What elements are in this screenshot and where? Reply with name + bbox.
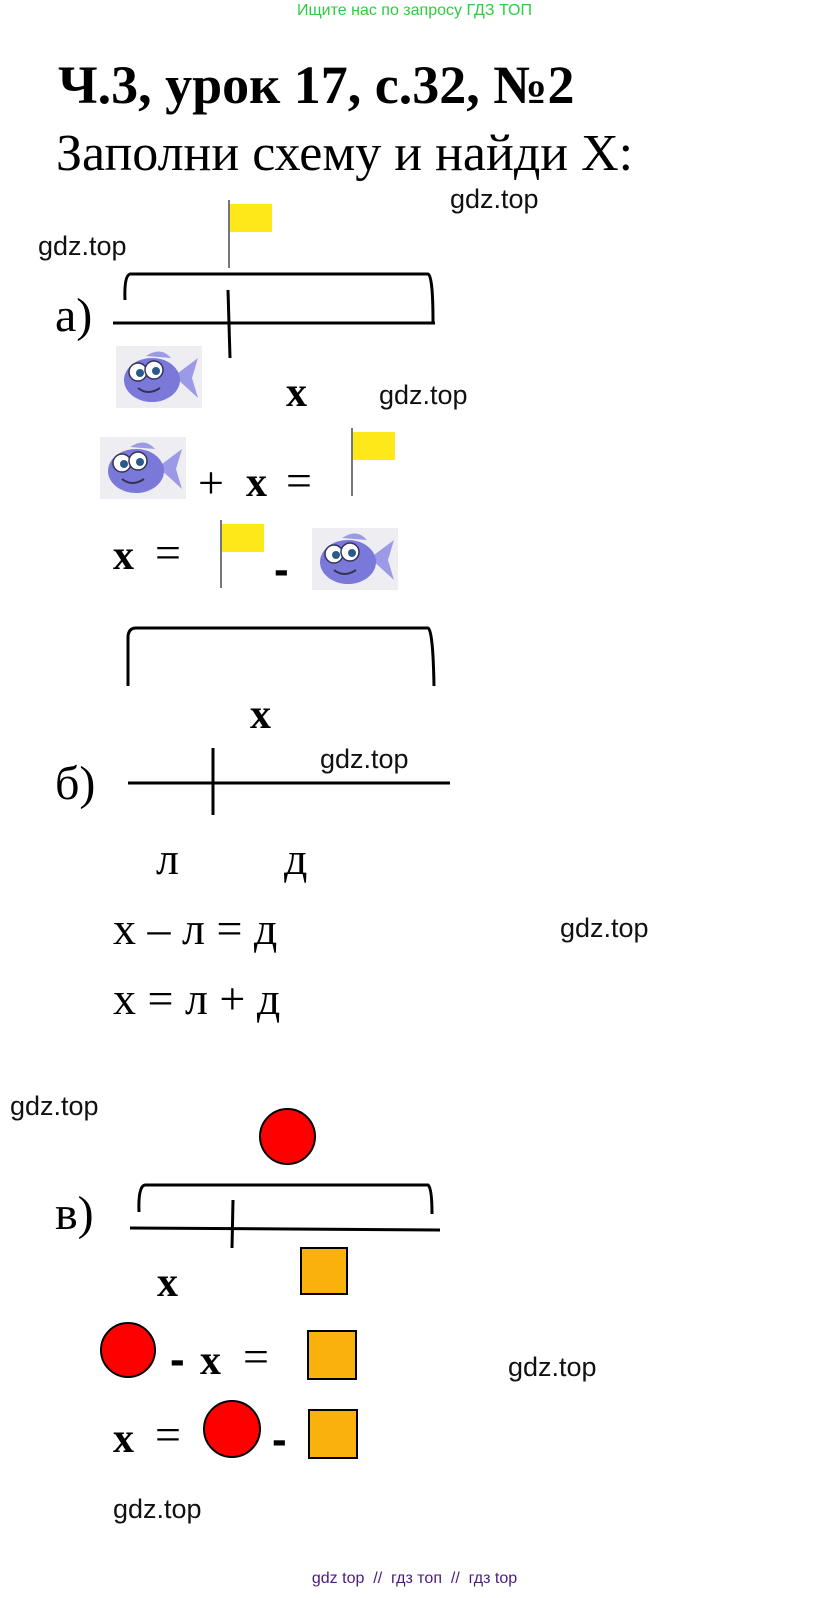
fish-icon (100, 437, 186, 499)
watermark: gdz.top (320, 744, 409, 774)
part-c-label: в) (55, 1187, 94, 1240)
equals-sign: = (155, 1409, 181, 1460)
minus-sign: - (274, 545, 289, 594)
flag-icon (220, 520, 264, 588)
equals-sign: = (243, 1331, 269, 1382)
watermark: gdz.top (10, 1091, 99, 1121)
equation: x = л + д (113, 973, 281, 1024)
equals-sign: = (155, 527, 181, 578)
part-b-label: б) (55, 757, 96, 810)
x-label: x (286, 370, 307, 416)
red-circle-icon (259, 1108, 316, 1165)
x-label: x (157, 1260, 178, 1306)
top-note: Ищите нас по запросу ГДЗ ТОП (297, 2, 532, 19)
watermark: gdz.top (379, 380, 468, 410)
x-variable: x (113, 533, 134, 579)
watermark: gdz.top (38, 231, 127, 261)
d-label: д (284, 833, 308, 884)
fish-icon (312, 528, 398, 590)
red-circle-icon (100, 1322, 156, 1378)
red-circle-icon (203, 1400, 261, 1458)
page-title: Ч.3, урок 17, с.32, №2 (58, 55, 575, 115)
task-instruction: Заполни схему и найди X: (56, 125, 634, 182)
fish-icon (116, 346, 202, 408)
footer-watermark: gdz top // гдз топ // гдз top (311, 1570, 518, 1587)
l-label: л (156, 833, 179, 884)
flag-icon (351, 428, 395, 496)
minus-sign: - (170, 1335, 185, 1384)
x-label: x (250, 692, 271, 738)
plus-sign: + (198, 457, 224, 508)
equation: x – л = д (113, 903, 278, 954)
x-variable: x (200, 1338, 221, 1384)
orange-square-icon (308, 1409, 358, 1459)
watermark: gdz.top (450, 184, 539, 214)
orange-square-icon (307, 1330, 357, 1380)
watermark: gdz.top (508, 1352, 597, 1382)
orange-square-icon (300, 1247, 348, 1295)
watermark: gdz.top (113, 1494, 202, 1524)
x-variable: x (246, 460, 267, 506)
flag-icon (228, 200, 272, 268)
watermark: gdz.top (560, 913, 649, 943)
minus-sign: - (272, 1415, 287, 1464)
x-variable: x (113, 1416, 134, 1462)
equals-sign: = (286, 455, 312, 506)
part-a-label: а) (55, 289, 93, 342)
